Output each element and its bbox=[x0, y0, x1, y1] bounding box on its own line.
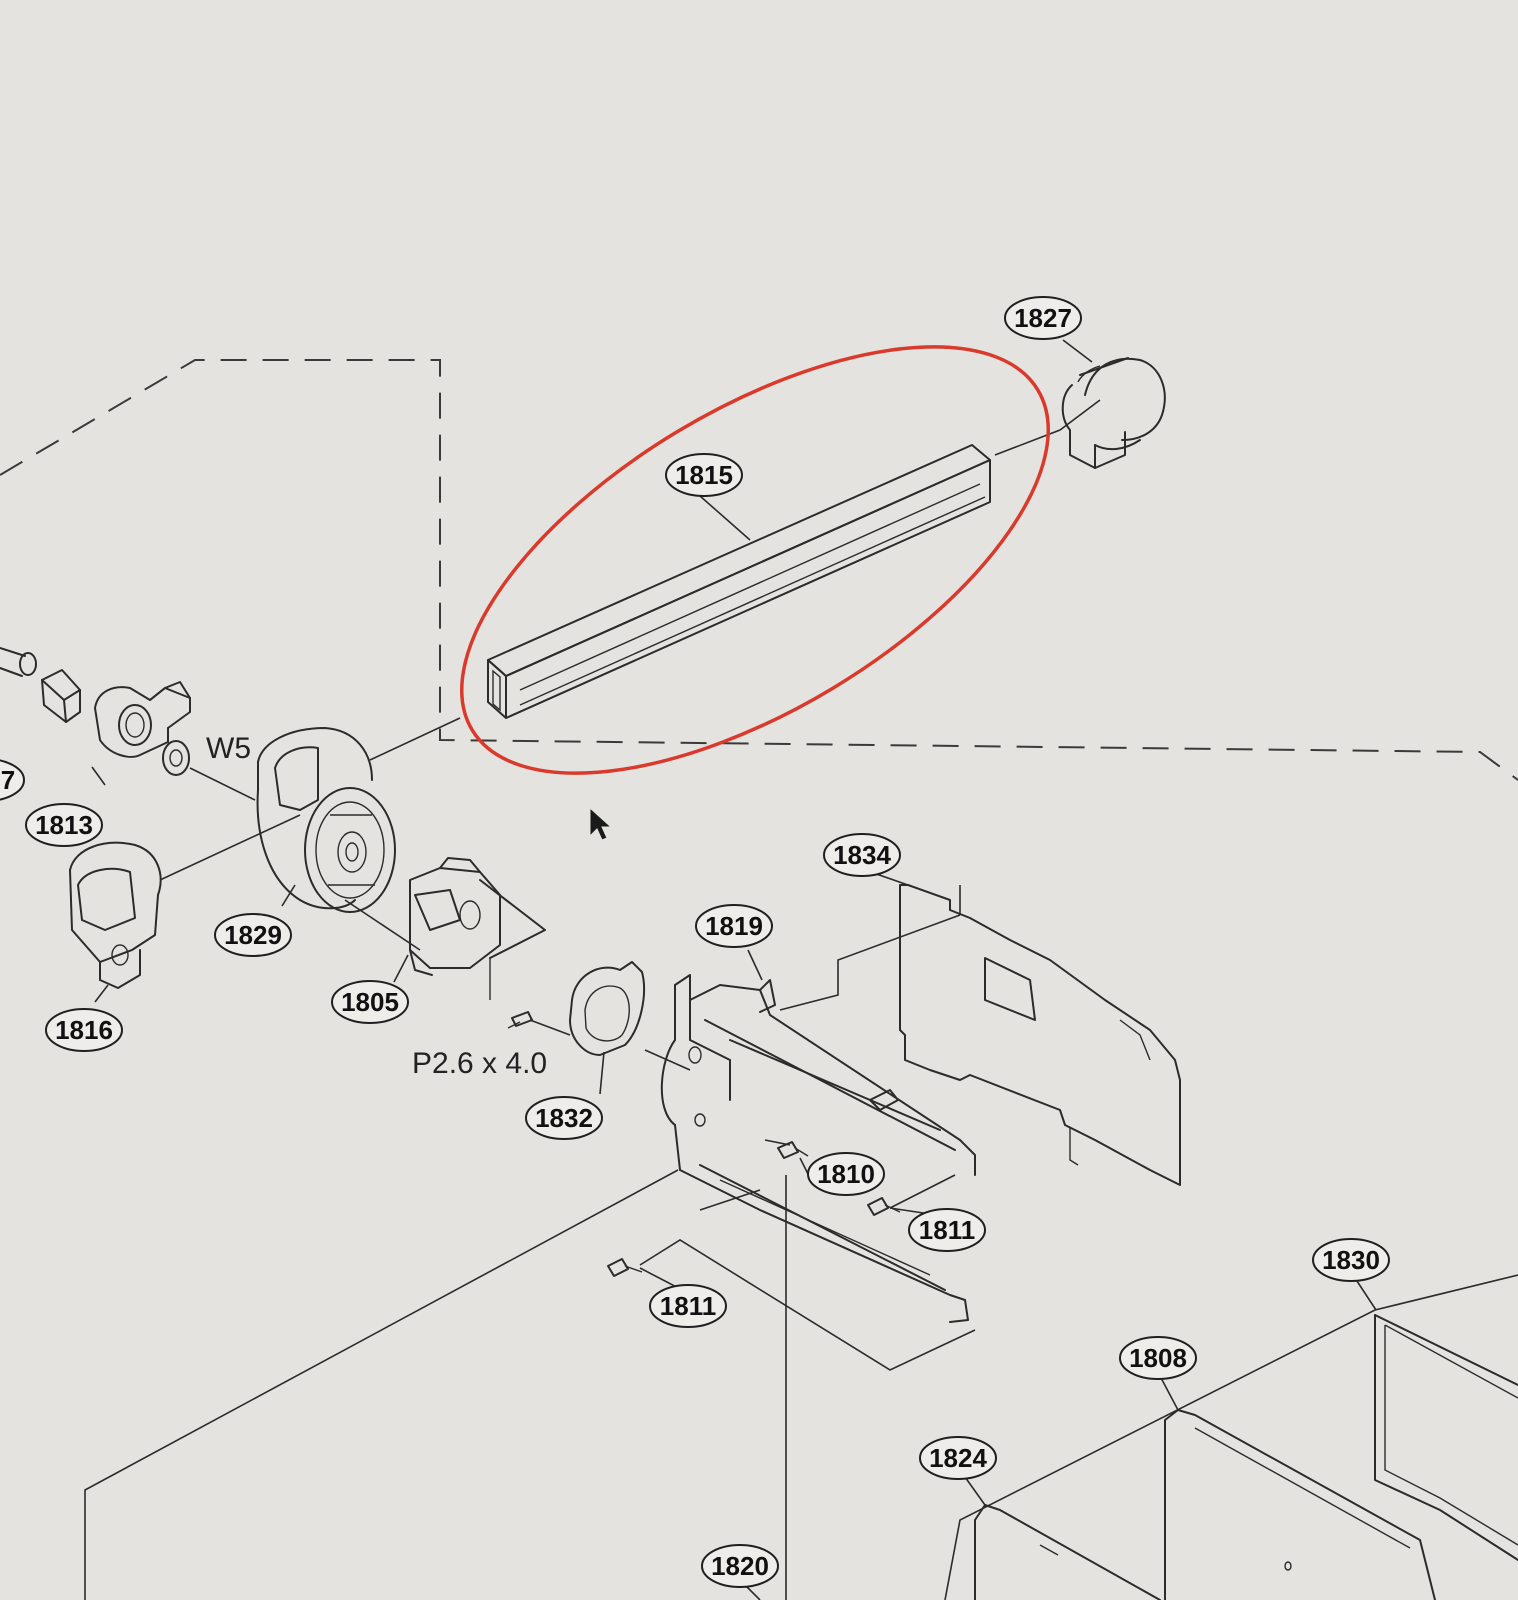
callout-1811-right[interactable]: 1811 bbox=[908, 1208, 986, 1252]
callout-1830[interactable]: 1830 bbox=[1312, 1238, 1390, 1282]
part-1813-bearing-holder[interactable] bbox=[94, 681, 191, 758]
svg-text:1834: 1834 bbox=[833, 840, 891, 870]
callout-1832[interactable]: 1832 bbox=[525, 1096, 603, 1140]
svg-text:1832: 1832 bbox=[535, 1103, 593, 1133]
gear-axis-line bbox=[159, 814, 301, 881]
screw-1811-left[interactable] bbox=[607, 1258, 643, 1277]
motor-lead-line bbox=[344, 899, 421, 951]
screw-1810[interactable] bbox=[777, 1141, 809, 1159]
callout-1810[interactable]: 1810 bbox=[807, 1152, 885, 1196]
callout-1829[interactable]: 1829 bbox=[214, 913, 292, 957]
svg-text:1829: 1829 bbox=[224, 920, 282, 950]
mouse-pointer-icon bbox=[589, 806, 613, 841]
callout-1834[interactable]: 1834 bbox=[823, 833, 901, 877]
svg-text:1824: 1824 bbox=[929, 1443, 987, 1473]
w5-axis-line bbox=[189, 767, 256, 801]
svg-text:1813: 1813 bbox=[35, 810, 93, 840]
part-1830-panel[interactable] bbox=[1374, 1314, 1518, 1561]
chassis-outline-right bbox=[944, 1274, 1518, 1600]
svg-text:1805: 1805 bbox=[341, 987, 399, 1017]
screw-leads bbox=[639, 1139, 976, 1371]
callout-1811-left[interactable]: 1811 bbox=[649, 1284, 727, 1328]
screw-spec-label: P2.6 x 4.0 bbox=[412, 1047, 547, 1080]
svg-text:1808: 1808 bbox=[1129, 1343, 1187, 1373]
svg-text:1816: 1816 bbox=[55, 1015, 113, 1045]
svg-text:7: 7 bbox=[1, 765, 15, 795]
part-1827-end-clip[interactable] bbox=[1061, 357, 1166, 469]
svg-text:1810: 1810 bbox=[817, 1159, 875, 1189]
gasket-axis-line bbox=[529, 1019, 691, 1071]
screw-p2-6[interactable] bbox=[507, 1011, 533, 1029]
part-1805-motor[interactable] bbox=[409, 857, 546, 1000]
callout-1808[interactable]: 1808 bbox=[1119, 1336, 1197, 1380]
part-1834-shield-plate[interactable] bbox=[899, 884, 1181, 1186]
callout-1816[interactable]: 1816 bbox=[45, 1008, 123, 1052]
svg-text:1830: 1830 bbox=[1322, 1245, 1380, 1275]
callout-leads bbox=[91, 339, 1377, 1600]
svg-text:1819: 1819 bbox=[705, 911, 763, 941]
callout-1805[interactable]: 1805 bbox=[331, 980, 409, 1024]
callout-1819[interactable]: 1819 bbox=[695, 904, 773, 948]
part-1832-gasket[interactable] bbox=[569, 961, 646, 1056]
part-w5-washer[interactable] bbox=[162, 740, 190, 776]
part-1816-clip[interactable] bbox=[69, 841, 162, 989]
highlight-ellipse-1815 bbox=[460, 345, 1050, 775]
shaft-axis-line bbox=[369, 399, 1101, 761]
part-1824-panel[interactable] bbox=[974, 1504, 1161, 1600]
callout-1827[interactable]: 1827 bbox=[1004, 296, 1082, 340]
screw-1811-right[interactable] bbox=[867, 1197, 901, 1216]
part-pin-left[interactable] bbox=[0, 647, 37, 677]
svg-text:1811: 1811 bbox=[919, 1215, 975, 1245]
svg-text:1820: 1820 bbox=[711, 1551, 769, 1581]
callout-1820[interactable]: 1820 bbox=[701, 1544, 779, 1588]
svg-text:1815: 1815 bbox=[675, 460, 733, 490]
svg-text:1827: 1827 bbox=[1014, 303, 1072, 333]
assembly-boundary-dashed bbox=[0, 359, 1518, 781]
w5-label: W5 bbox=[206, 732, 251, 765]
part-1808-panel[interactable] bbox=[1164, 1409, 1436, 1600]
callout-1813[interactable]: 1813 bbox=[25, 803, 103, 847]
part-1815-square-tube[interactable] bbox=[487, 444, 991, 719]
part-1829-gear-housing[interactable] bbox=[256, 727, 396, 913]
part-1819-frame[interactable] bbox=[660, 974, 976, 1323]
callout-1824[interactable]: 1824 bbox=[919, 1436, 997, 1480]
callout-partial-left-edge[interactable]: 7 bbox=[0, 759, 25, 801]
part-bushing-left[interactable] bbox=[41, 669, 81, 723]
shield-lead-line bbox=[779, 885, 961, 1011]
chassis-outline bbox=[84, 1169, 787, 1600]
svg-text:1811: 1811 bbox=[660, 1291, 716, 1321]
callout-1815[interactable]: 1815 bbox=[665, 453, 743, 497]
